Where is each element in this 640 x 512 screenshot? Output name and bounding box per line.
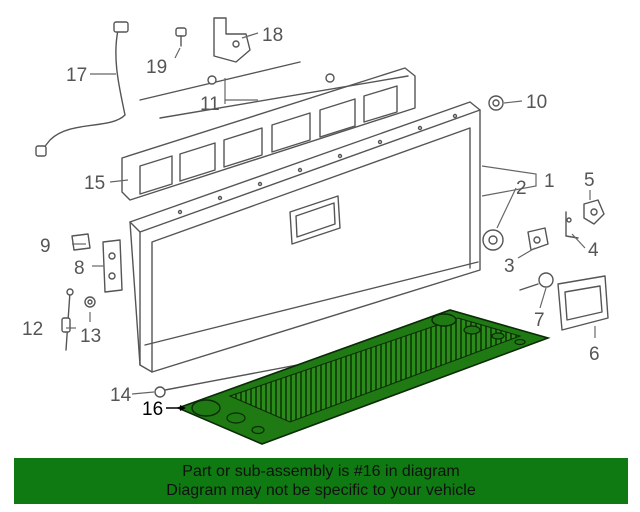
camera [519, 272, 554, 291]
callout-1: 1 [544, 171, 555, 192]
callout-labels: 1 2 3 4 5 6 7 8 9 10 11 12 13 14 15 16 1… [22, 25, 600, 420]
tailgate-rods [139, 61, 409, 119]
handle-bracket [527, 227, 549, 251]
hinge-bracket [213, 17, 251, 63]
parts-diagram: 1 2 3 4 5 6 7 8 9 10 11 12 13 14 15 16 1… [22, 17, 609, 445]
tailgate-handle [557, 275, 609, 331]
callout-17: 17 [66, 65, 87, 86]
callout-4: 4 [588, 240, 599, 261]
bumper-pad [71, 233, 91, 251]
callout-7: 7 [534, 310, 545, 331]
tailgate-cover-part-16 [175, 309, 551, 445]
callout-18: 18 [262, 25, 283, 46]
bolt-19 [175, 27, 187, 47]
callout-10: 10 [526, 92, 547, 113]
callout-9: 9 [40, 236, 51, 257]
callout-13: 13 [80, 326, 101, 347]
callout-12: 12 [22, 319, 43, 340]
callout-8: 8 [74, 258, 85, 279]
wiring-harness [35, 21, 129, 157]
callout-6: 6 [589, 344, 600, 365]
washer [84, 296, 96, 308]
callout-19: 19 [146, 57, 167, 78]
tailgate-hinge [102, 239, 123, 293]
callout-16: 16 [142, 399, 163, 420]
callout-2: 2 [516, 178, 527, 199]
callout-11: 11 [200, 94, 220, 115]
striker [565, 211, 579, 239]
inner-trim-panel [121, 67, 416, 201]
info-banner: Part or sub-assembly is #16 in diagram D… [14, 458, 628, 504]
banner-line-2: Diagram may not be specific to your vehi… [166, 482, 476, 499]
banner-line-1: Part or sub-assembly is #16 in diagram [182, 463, 460, 480]
latch [583, 199, 605, 225]
callout-leaders [66, 32, 596, 411]
callout-5: 5 [584, 170, 595, 191]
support-cable [61, 288, 74, 351]
callout-14: 14 [110, 385, 132, 406]
push-pin [488, 95, 504, 111]
lock-cylinder [482, 229, 504, 251]
tailgate-panel [129, 101, 481, 373]
callout-3: 3 [504, 256, 515, 277]
callout-15: 15 [84, 173, 105, 194]
